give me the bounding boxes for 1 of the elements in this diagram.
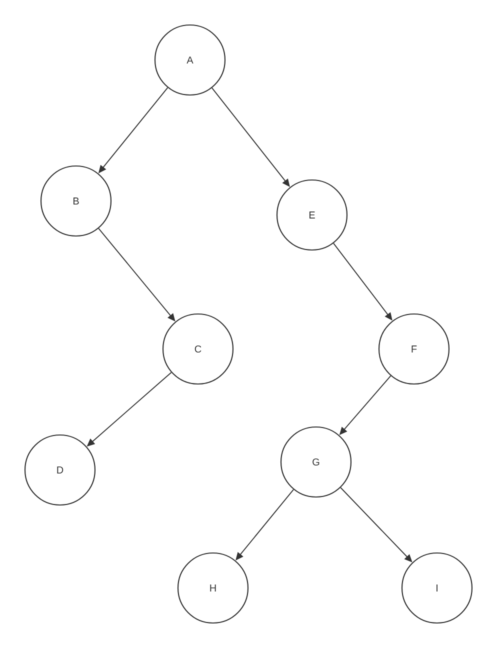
arrow [236, 489, 294, 560]
